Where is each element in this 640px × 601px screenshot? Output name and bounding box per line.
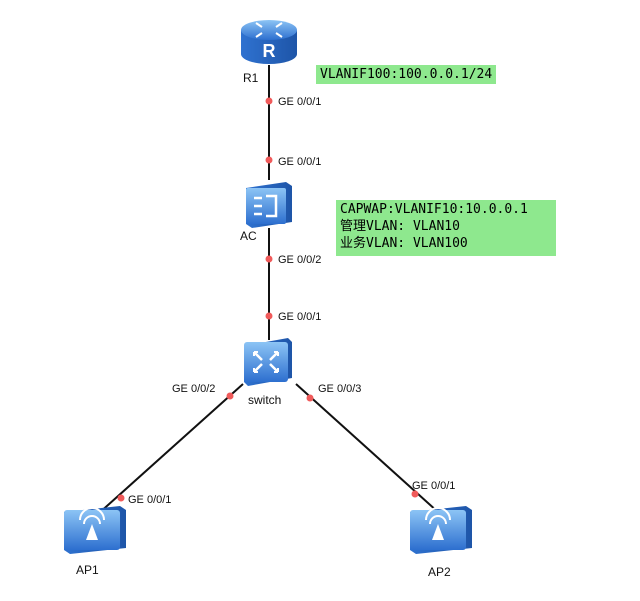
port-dot bbox=[265, 97, 273, 105]
port-dots bbox=[117, 97, 419, 502]
access-controller-ac-icon[interactable] bbox=[246, 182, 292, 228]
port-dot bbox=[265, 255, 273, 263]
ac-label: AC bbox=[240, 229, 257, 243]
svg-text:R: R bbox=[263, 41, 276, 61]
ac-management-vlan-line: 管理VLAN: VLAN10 bbox=[340, 219, 460, 234]
port-label-switch-up: GE 0/0/1 bbox=[278, 311, 321, 323]
port-label-ap2: GE 0/0/1 bbox=[412, 480, 455, 492]
link-switch-ap1 bbox=[97, 383, 244, 515]
port-dot bbox=[117, 494, 125, 502]
ac-config-note: CAPWAP:VLANIF10:10.0.0.1 管理VLAN: VLAN10 … bbox=[336, 200, 556, 256]
port-label-switch-right: GE 0/0/3 bbox=[318, 383, 361, 395]
access-point-ap2-icon[interactable] bbox=[410, 506, 472, 554]
port-dot bbox=[226, 392, 234, 400]
access-point-ap1-icon[interactable] bbox=[64, 506, 126, 554]
r1-label: R1 bbox=[243, 71, 259, 85]
ac-service-vlan-line: 业务VLAN: VLAN100 bbox=[340, 236, 468, 251]
r1-vlanif-note: VLANIF100:100.0.0.1/24 bbox=[316, 65, 497, 84]
port-dot bbox=[265, 312, 273, 320]
port-dot bbox=[265, 156, 273, 164]
port-label-switch-left: GE 0/0/2 bbox=[172, 383, 215, 395]
port-label-ac-up: GE 0/0/1 bbox=[278, 156, 321, 168]
switch-icon[interactable] bbox=[244, 338, 292, 386]
port-label-ac-down: GE 0/0/2 bbox=[278, 254, 321, 266]
switch-label: switch bbox=[248, 393, 281, 407]
port-label-ap1: GE 0/0/1 bbox=[128, 494, 171, 506]
links bbox=[97, 65, 439, 515]
ap1-label: AP1 bbox=[76, 563, 99, 577]
port-dot bbox=[411, 490, 419, 498]
port-label-r1-down: GE 0/0/1 bbox=[278, 96, 321, 108]
router-r1-icon[interactable]: R bbox=[241, 20, 297, 64]
ap2-label: AP2 bbox=[428, 565, 451, 579]
ac-capwap-line: CAPWAP:VLANIF10:10.0.0.1 bbox=[340, 202, 528, 217]
port-dot bbox=[306, 394, 314, 402]
